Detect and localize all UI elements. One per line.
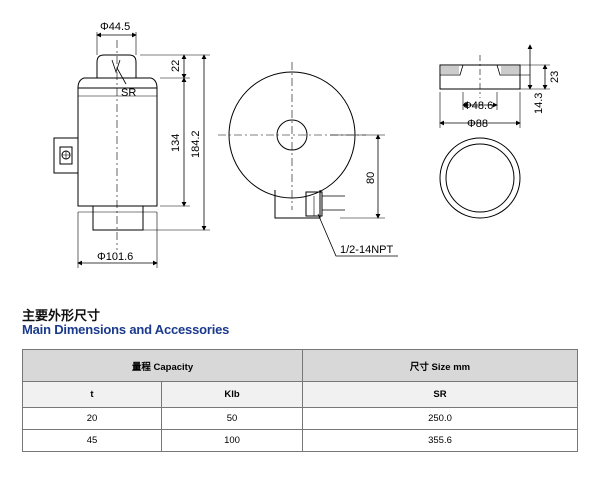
spec-table: 量程 Capacity 尺寸 Size mm t Klb SR 20 50 25… [22, 349, 578, 452]
heading-chinese: 主要外形尺寸 [22, 308, 101, 323]
cell-t: 20 [22, 407, 162, 430]
technical-drawing: Φ44.5 22 SR 134 184.2 Φ101.6 80 1/2-14NP… [53, 21, 561, 268]
header-size: 尺寸 Size mm [302, 349, 578, 382]
table-header-row: 量程 Capacity 尺寸 Size mm [22, 349, 578, 382]
front-view [53, 32, 210, 268]
cell-sr: 250.0 [302, 407, 578, 430]
connector-label: 1/2-14NPT [340, 244, 393, 256]
dim-body-height: 134 [170, 134, 182, 152]
dim-cap-height: 22 [170, 60, 182, 72]
dim-outer-diameter: Φ88 [467, 118, 488, 130]
top-view-plan [439, 137, 521, 219]
dim-body-diameter: Φ101.6 [97, 251, 133, 263]
col-sr: SR [302, 381, 578, 408]
table-subheader-row: t Klb SR [22, 381, 578, 408]
dim-sr-label: SR [121, 87, 136, 99]
cell-klb: 100 [161, 429, 303, 452]
dim-top-diameter: Φ44.5 [100, 21, 130, 33]
cell-klb: 50 [161, 407, 303, 430]
dim-height-14-3: 14.3 [533, 93, 545, 114]
dim-height-23: 23 [549, 71, 561, 83]
cell-t: 45 [22, 429, 162, 452]
dim-total-height: 184.2 [190, 130, 202, 158]
side-view [218, 62, 398, 257]
dim-height-80: 80 [365, 172, 377, 184]
header-capacity: 量程 Capacity [22, 349, 303, 382]
table-row: 20 50 250.0 [22, 407, 578, 430]
heading-english: Main Dimensions and Accessories [22, 322, 230, 337]
top-view-section [439, 44, 550, 128]
dim-inner-diameter: Φ48.6 [463, 100, 493, 112]
cell-sr: 355.6 [302, 429, 578, 452]
table-row: 45 100 355.6 [22, 429, 578, 452]
col-klb: Klb [161, 381, 303, 408]
col-t: t [22, 381, 162, 408]
